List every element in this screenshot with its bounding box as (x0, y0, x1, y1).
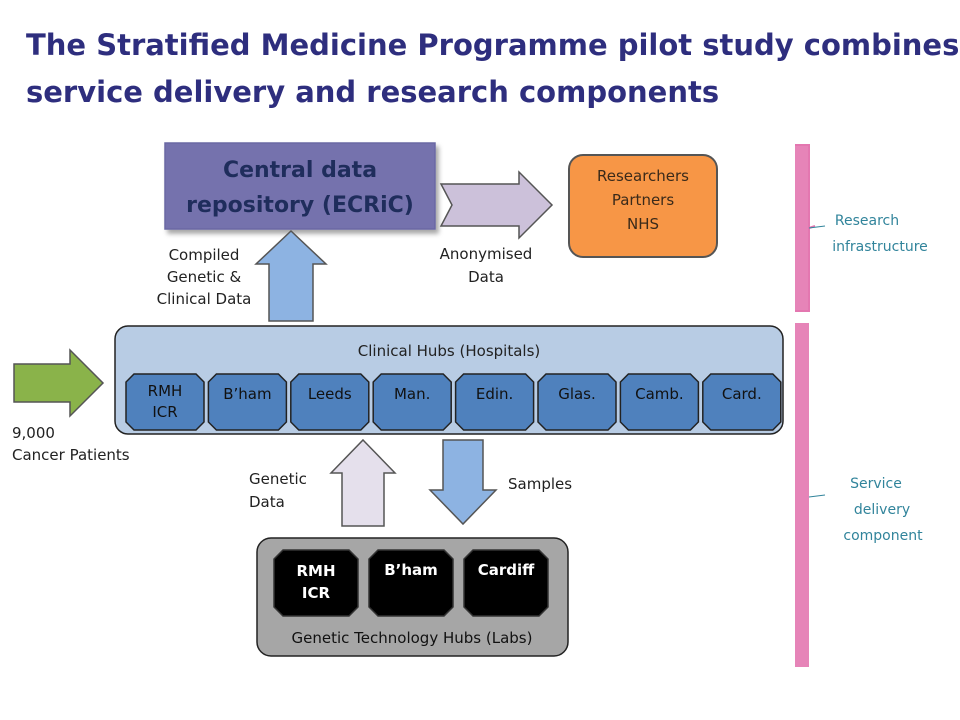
anonymised-line-2: Data (468, 268, 504, 286)
clinical-hub-box: Edin. (454, 373, 535, 431)
service-line-3: component (843, 528, 923, 544)
title-line-2: service delivery and research components (26, 75, 720, 109)
anonymised-line-1: Anonymised (440, 245, 533, 263)
genetic-lab-label: ICR (302, 584, 331, 602)
genetic-lab-row: RMH ICR B’ham Cardiff (273, 549, 549, 617)
genetic-data-up-arrow (329, 438, 397, 527)
clinical-hub-label: Man. (394, 385, 430, 403)
researchers-line-1: Researchers (597, 167, 689, 185)
compiled-line-3: Clinical Data (157, 290, 252, 308)
patients-arrow (13, 348, 105, 418)
researchers-box: Researchers Partners NHS (568, 154, 718, 258)
compiled-line-1: Compiled (169, 246, 240, 264)
clinical-hub-box: Leeds (290, 373, 370, 431)
service-delivery-label: Service delivery component (843, 476, 923, 544)
patients-line-1: 9,000 (12, 424, 55, 442)
genetic-hubs-panel: RMH ICR B’ham Cardiff Genetic Technology Hu… (256, 537, 569, 657)
genetic-data-label: Genetic Data (249, 470, 307, 511)
genetic-data-line-2: Data (249, 493, 285, 511)
genetic-lab-box: RMH ICR (273, 549, 359, 617)
clinical-hub-label: RMH (148, 382, 183, 400)
genetic-lab-label: RMH (296, 562, 335, 580)
clinical-hub-box: Card. (702, 373, 782, 431)
clinical-hub-box: Glas. (537, 373, 617, 431)
genetic-lab-label: Cardiff (478, 561, 535, 579)
clinical-hubs-title: Clinical Hubs (Hospitals) (358, 342, 540, 360)
clinical-hub-box: B’ham (207, 373, 288, 431)
genetic-lab-label: B’ham (384, 561, 438, 579)
researchers-line-3: NHS (627, 215, 659, 233)
clinical-hub-label: Glas. (558, 385, 596, 403)
compiled-line-2: Genetic & (167, 268, 242, 286)
clinical-hub-label: Card. (722, 385, 762, 403)
genetic-data-line-1: Genetic (249, 470, 307, 488)
clinical-hub-label: Camb. (635, 385, 684, 403)
clinical-hub-box: Camb. (619, 373, 700, 431)
anonymised-data-label: Anonymised Data (440, 245, 533, 286)
clinical-hub-box: RMH ICR (125, 373, 205, 431)
research-infrastructure-label: Research infrastructure (832, 213, 928, 255)
repository-line-1: Central data (223, 158, 377, 183)
researchers-line-2: Partners (612, 191, 675, 209)
repository-line-2: repository (ECRiC) (186, 193, 414, 218)
clinical-hub-label: ICR (152, 403, 177, 421)
central-repository-box: Central data repository (ECRiC) (164, 142, 436, 230)
title-line-1: The Stratified Medicine Programme pilot … (26, 28, 960, 62)
slide-title: The Stratified Medicine Programme pilot … (26, 22, 960, 116)
service-bracket (795, 323, 809, 667)
compiled-data-up-arrow (254, 229, 328, 322)
clinical-hub-label: Leeds (308, 385, 352, 403)
samples-label: Samples (508, 475, 572, 493)
research-line-2: infrastructure (832, 239, 928, 255)
clinical-hub-box: Man. (372, 373, 452, 431)
clinical-hub-row: RMH ICR B’ham Leeds Man. Edin. Glas. Camb. Card. (125, 373, 782, 431)
clinical-hubs-panel: Clinical Hubs (Hospitals) RMH ICR B’ham Lee… (114, 325, 784, 435)
clinical-hub-label: B’ham (223, 385, 271, 403)
research-line-1: Research (835, 213, 899, 229)
patients-line-2: Cancer Patients (12, 446, 130, 464)
anonymised-data-arrow (439, 170, 554, 240)
service-line-2: delivery (854, 502, 910, 518)
samples-down-arrow (428, 439, 498, 526)
genetic-hubs-title: Genetic Technology Hubs (Labs) (292, 629, 533, 647)
service-line-1: Service (850, 476, 902, 492)
clinical-hub-label: Edin. (476, 385, 513, 403)
genetic-lab-box: B’ham (368, 549, 454, 617)
patients-label: 9,000 Cancer Patients (12, 424, 130, 464)
compiled-data-label: Compiled Genetic & Clinical Data (157, 246, 252, 308)
genetic-lab-box: Cardiff (463, 549, 549, 617)
